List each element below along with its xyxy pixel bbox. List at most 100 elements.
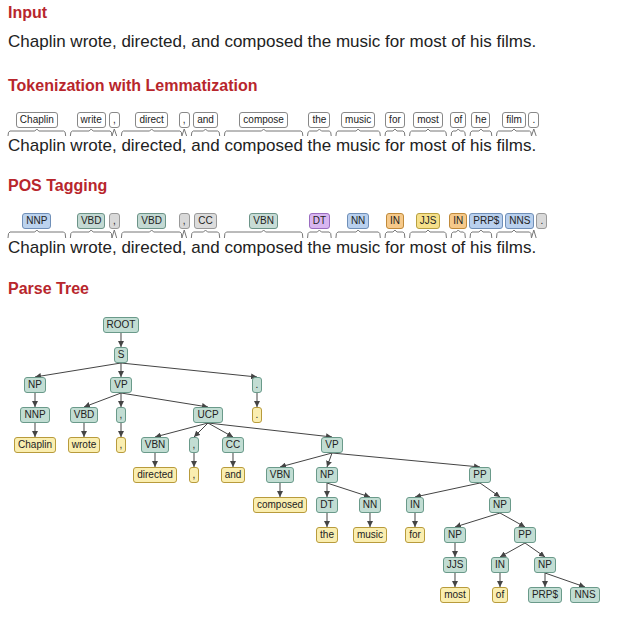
- parse-node: VP: [110, 377, 131, 393]
- node-text: compose: [243, 114, 284, 125]
- tree-edge: [155, 423, 208, 437]
- tree-edge: [280, 453, 332, 467]
- parse-node: UCP: [193, 407, 222, 423]
- parse-node: CC: [222, 437, 244, 453]
- tag-brace: [497, 230, 532, 238]
- node-text: composed: [257, 499, 303, 510]
- tree-edge: [500, 513, 525, 527]
- node-text: VBN: [270, 469, 291, 480]
- node-text: VP: [325, 439, 338, 450]
- tag-brace: [336, 230, 380, 238]
- node-text: the: [312, 114, 326, 125]
- node-text: NN: [351, 215, 365, 226]
- tree-edge: [480, 483, 500, 497]
- token-brace: [497, 129, 532, 136]
- token-box: .: [528, 112, 539, 128]
- tag-brace: [224, 230, 302, 238]
- input-sentence: Chaplin wrote, directed, and composed th…: [8, 32, 536, 52]
- node-text: JJS: [447, 559, 464, 570]
- token-box: music: [341, 112, 375, 128]
- parse-node: VBN: [266, 467, 295, 483]
- word-leaf: Chaplin: [14, 437, 56, 453]
- tag-brace: [70, 230, 112, 238]
- tree-edge: [327, 483, 370, 497]
- parse-node: ,: [189, 437, 200, 453]
- tag-brace: [410, 230, 447, 238]
- node-text: PRP$: [473, 215, 499, 226]
- token-brace: [121, 129, 182, 136]
- tree-edge: [279, 483, 280, 497]
- node-text: ,: [120, 439, 123, 450]
- parse-node: NP: [316, 467, 338, 483]
- tag-brace: [112, 230, 117, 238]
- word-leaf: music: [353, 527, 387, 543]
- node-text: NP: [320, 469, 334, 480]
- tree-edge: [208, 423, 332, 437]
- parse-node: VBD: [70, 407, 99, 423]
- node-text: S: [118, 349, 125, 360]
- token-brace: [308, 129, 332, 136]
- tree-edge: [332, 453, 480, 467]
- node-text: PP: [518, 529, 531, 540]
- node-text: VBD: [74, 409, 95, 420]
- word-leaf: ,: [116, 437, 127, 453]
- token-brace: [410, 129, 447, 136]
- tree-edge: [121, 393, 122, 407]
- token-box: and: [193, 112, 218, 128]
- node-text: the: [320, 529, 334, 540]
- tree-edge: [327, 483, 328, 497]
- parse-node: NP: [534, 557, 556, 573]
- node-text: ,: [193, 469, 196, 480]
- node-text: for: [389, 114, 401, 125]
- tree-edge: [500, 573, 501, 587]
- parse-node: VP: [321, 437, 342, 453]
- node-text: NNS: [574, 589, 595, 600]
- tree-edge: [194, 453, 195, 467]
- parse-node: ROOT: [103, 317, 140, 333]
- node-text: IN: [495, 559, 505, 570]
- tree-edge: [121, 393, 208, 407]
- node-text: write: [81, 114, 102, 125]
- parse-node: PP: [469, 467, 490, 483]
- pos-tag: .: [536, 213, 547, 229]
- pos-tag: PRP$: [469, 213, 503, 229]
- tag-brace: [451, 230, 465, 238]
- node-text: Chaplin: [20, 114, 54, 125]
- tag-brace: [531, 230, 536, 238]
- token-box: film: [502, 112, 526, 128]
- pos-tag: JJS: [416, 213, 441, 229]
- tree-edge: [232, 453, 233, 467]
- node-text: VBN: [145, 439, 166, 450]
- parse-node: PRP$: [528, 587, 562, 603]
- node-text: directed: [137, 469, 173, 480]
- node-text: ,: [193, 439, 196, 450]
- parse-node: NP: [24, 377, 46, 393]
- tag-brace: [308, 230, 332, 238]
- pos-tag: IN: [449, 213, 467, 229]
- node-text: ,: [183, 114, 186, 125]
- tree-edge: [454, 543, 455, 557]
- node-text: most: [444, 589, 466, 600]
- token-box: ,: [109, 112, 120, 128]
- word-leaf: directed: [133, 467, 177, 483]
- node-text: ,: [113, 114, 116, 125]
- tree-edge: [500, 543, 525, 557]
- tree-edge: [415, 483, 480, 497]
- node-text: VBN: [253, 215, 274, 226]
- token-brace: [8, 129, 66, 136]
- node-text: PP: [473, 469, 486, 480]
- node-text: CC: [198, 215, 212, 226]
- node-text: JJS: [420, 215, 437, 226]
- node-text: VBD: [81, 215, 102, 226]
- node-text: ,: [120, 409, 123, 420]
- word-leaf: most: [440, 587, 470, 603]
- node-text: Chaplin: [18, 439, 52, 450]
- parse-node: .: [252, 377, 263, 393]
- node-text: film: [506, 114, 522, 125]
- node-text: PRP$: [532, 589, 558, 600]
- section-heading: POS Tagging: [8, 177, 107, 195]
- node-text: NNS: [509, 215, 530, 226]
- parse-node: PP: [514, 527, 535, 543]
- tree-edge: [84, 393, 121, 407]
- parse-node: S: [114, 347, 129, 363]
